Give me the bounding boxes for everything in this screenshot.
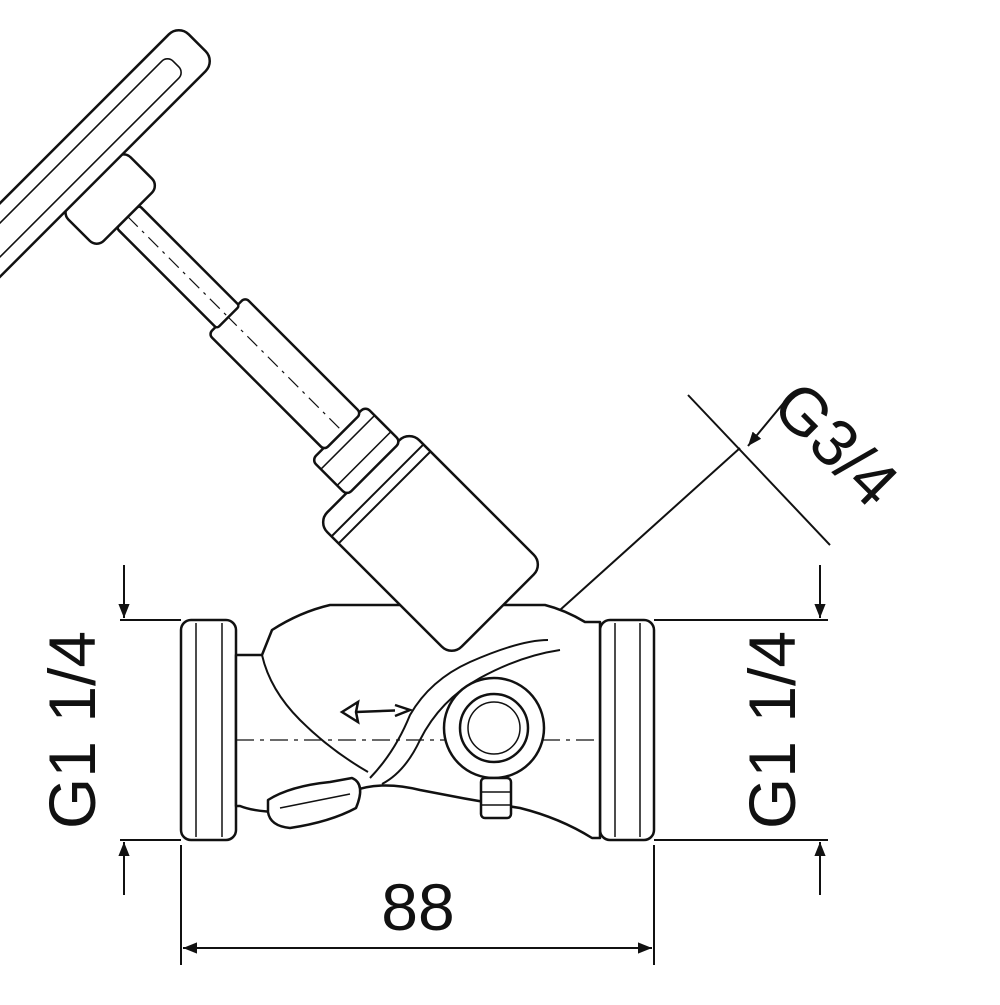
overall-length-label: 88	[381, 870, 454, 944]
valve-body	[179, 603, 656, 842]
right-thread-label: G1 1/4	[735, 631, 809, 829]
drain-tab	[266, 776, 362, 830]
left-thread-label: G1 1/4	[35, 631, 109, 829]
flow-direction-arrow-icon	[339, 699, 414, 725]
valve-upper-assembly	[0, 28, 540, 653]
handwheel	[0, 28, 211, 300]
stem-thread-label: G3/4	[760, 367, 914, 521]
right-flange	[598, 618, 656, 842]
left-flange	[179, 618, 238, 842]
dimension-lines	[118, 394, 831, 965]
side-port-inner	[458, 692, 530, 764]
drain-plug	[479, 776, 513, 820]
